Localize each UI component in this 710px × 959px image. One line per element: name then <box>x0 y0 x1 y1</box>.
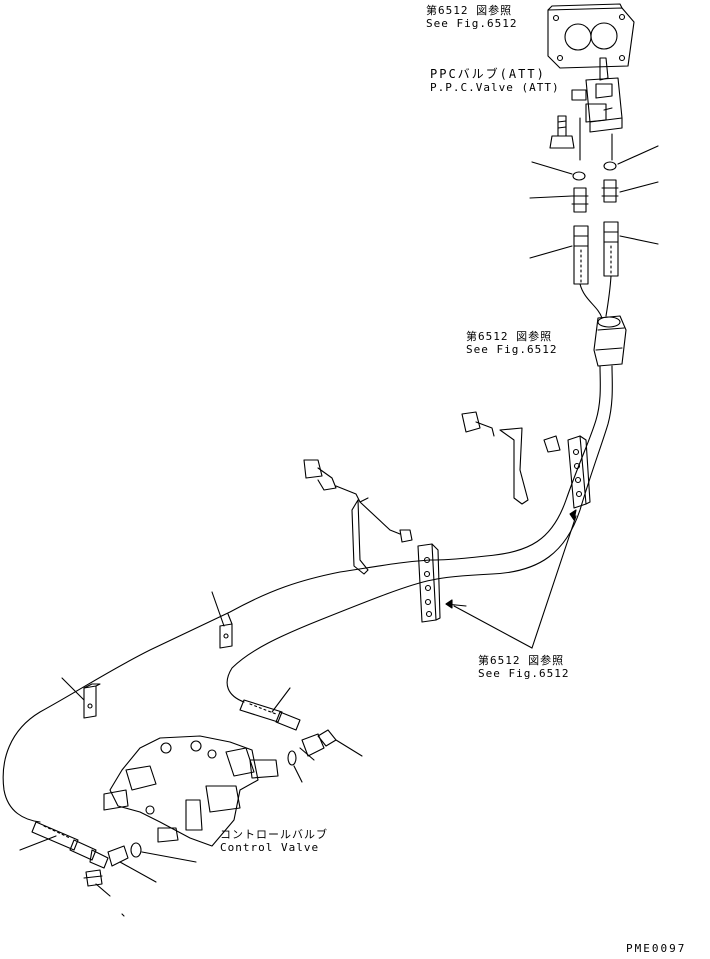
bracket-left-1 <box>83 683 101 719</box>
top-reference-label: 第6512 図参照 See Fig.6512 <box>426 4 517 30</box>
hose-fitting-right <box>603 221 619 277</box>
adapter-right <box>601 179 619 203</box>
hose-fitting-left <box>573 225 589 285</box>
lower-reference-jp: 第6512 図参照 <box>478 654 565 667</box>
leader-lines <box>19 145 659 917</box>
mid-reference-jp: 第6512 図参照 <box>466 330 553 343</box>
lower-reference-label: 第6512 図参照 See Fig.6512 <box>478 654 569 680</box>
control-valve-jp: コントロールバルブ <box>220 828 328 841</box>
ppc-valve-jp: PPCバルブ(ATT) <box>430 67 546 81</box>
hose-end-left <box>31 821 97 861</box>
control-valve-en: Control Valve <box>220 841 320 854</box>
gasket-plate <box>547 3 635 69</box>
ppc-valve-body <box>571 57 623 133</box>
control-valve-label: コントロールバルブ Control Valve <box>220 828 328 854</box>
o-ring-left <box>572 171 586 181</box>
bracket-left-2 <box>219 613 233 649</box>
mid-reference-en: See Fig.6512 <box>466 343 558 356</box>
top-reference-en: See Fig.6512 <box>426 17 518 30</box>
slotted-plate <box>567 435 591 509</box>
center-plate <box>417 543 441 623</box>
elbow-left <box>89 842 142 869</box>
control-valve-body <box>103 735 279 847</box>
ppc-valve-label: PPCバルブ(ATT) P.P.C.Valve (ATT) <box>430 67 560 95</box>
o-ring-right <box>603 161 617 171</box>
lower-reference-en: See Fig.6512 <box>478 667 570 680</box>
mounting-bolt <box>549 115 575 149</box>
strap-mid <box>303 459 413 575</box>
hose-end-right <box>239 699 337 766</box>
hose-assembly-long <box>2 365 613 823</box>
adapter-left <box>571 187 589 213</box>
strap-upper <box>461 411 561 505</box>
drawing-code: PME0097 <box>626 942 687 955</box>
hose-clamp <box>593 315 627 367</box>
top-reference-jp: 第6512 図参照 <box>426 4 513 17</box>
ppc-valve-en: P.P.C.Valve (ATT) <box>430 81 560 94</box>
plug-left <box>83 869 103 887</box>
mid-reference-label: 第6512 図参照 See Fig.6512 <box>466 330 557 356</box>
